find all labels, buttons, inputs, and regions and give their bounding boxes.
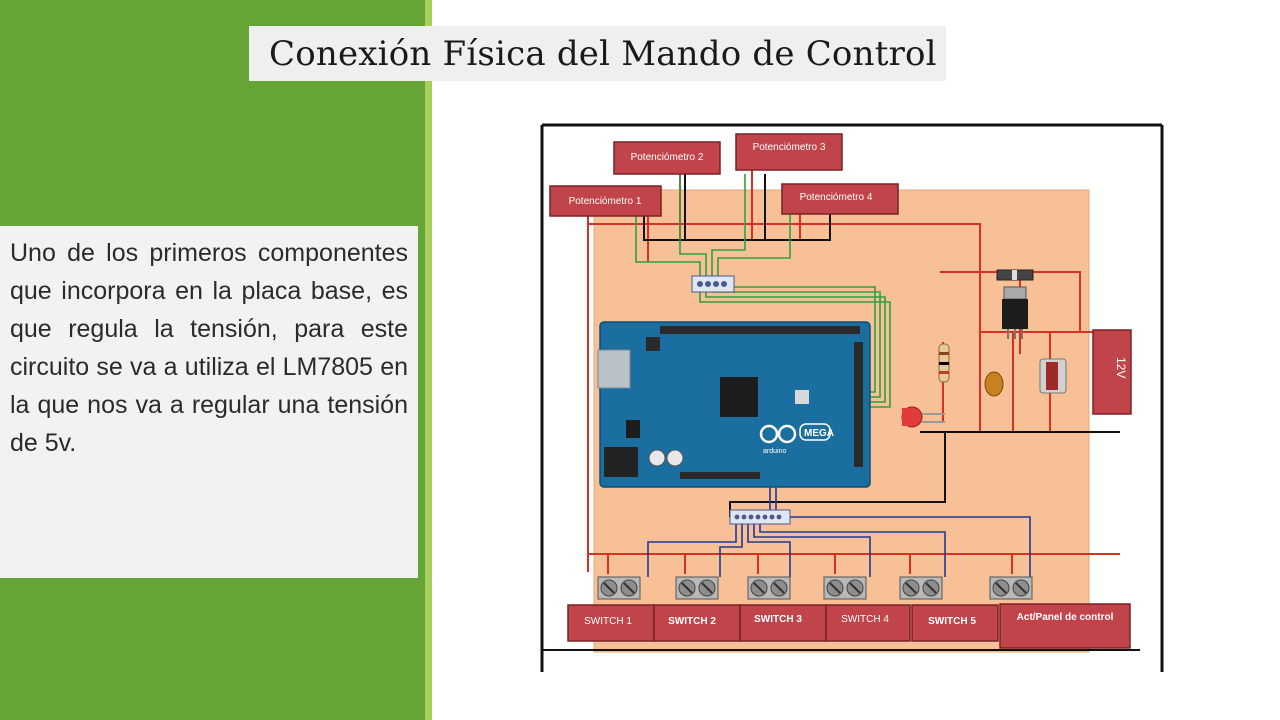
switch-3: SWITCH 3: [739, 604, 827, 642]
bottom-header-pins: [680, 472, 760, 479]
switch-1-label: SWITCH 1: [584, 616, 632, 627]
description-text: Uno de los primeros componentes que inco…: [10, 239, 408, 457]
potentiometer-3: Potenciómetro 3: [735, 133, 843, 171]
top-header-pins: [660, 326, 860, 334]
potentiometer-4-label: Potenciómetro 4: [800, 192, 873, 203]
title-banner: Conexión Física del Mando de Control: [249, 26, 946, 81]
potentiometer-2-label: Potenciómetro 2: [631, 152, 704, 163]
switch-terminal-pins: [734, 514, 782, 520]
ceramic-capacitor-icon: [984, 371, 1004, 397]
switch-5-label: SWITCH 5: [928, 616, 976, 627]
switch-1: SWITCH 1: [567, 604, 655, 642]
switch-5: SWITCH 5: [911, 604, 999, 642]
lm7805-regulator-icon: [1002, 299, 1028, 329]
voltage-regulator-section: [901, 269, 1067, 428]
microcontroller-chip: [720, 377, 758, 417]
potentiometer-2: Potenciómetro 2: [613, 141, 721, 175]
switch-4: SWITCH 4: [825, 604, 911, 642]
control-panel: Act/Panel de control: [999, 603, 1131, 649]
potentiometer-1: Potenciómetro 1: [549, 185, 662, 217]
usb-port: [597, 349, 631, 389]
potentiometer-3-label: Potenciómetro 3: [753, 142, 826, 153]
switch-2: SWITCH 2: [653, 604, 741, 642]
power-supply-label: 12V: [1114, 357, 1128, 378]
pot-terminal-pins: [697, 281, 727, 287]
potentiometer-4: Potenciómetro 4: [781, 183, 899, 215]
power-supply-12v: 12V: [1092, 329, 1132, 415]
slide-title: Conexión Física del Mando de Control: [269, 34, 937, 74]
lm7805-tab-icon: [1003, 286, 1027, 300]
switch-4-label: SWITCH 4: [841, 614, 889, 625]
arduino-mega-board: arduino MEGA: [597, 321, 871, 488]
screw-terminals: [597, 576, 1033, 600]
description-box: Uno de los primeros componentes que inco…: [0, 226, 418, 578]
power-jack: [604, 447, 638, 477]
wiring-diagram: arduino MEGA Potenciómetro 1 Potenciómet…: [540, 122, 1166, 674]
green-accent-stripe: [425, 0, 432, 720]
switch-2-label: SWITCH 2: [668, 616, 716, 627]
arduino-logo-icon: [759, 424, 779, 444]
arduino-model-text: MEGA: [804, 428, 834, 439]
side-header-pins: [854, 342, 863, 467]
control-panel-label: Act/Panel de control: [1017, 612, 1114, 623]
switch-3-label: SWITCH 3: [754, 614, 802, 625]
arduino-logo-text: arduino: [763, 448, 786, 455]
potentiometer-1-label: Potenciómetro 1: [569, 196, 642, 207]
